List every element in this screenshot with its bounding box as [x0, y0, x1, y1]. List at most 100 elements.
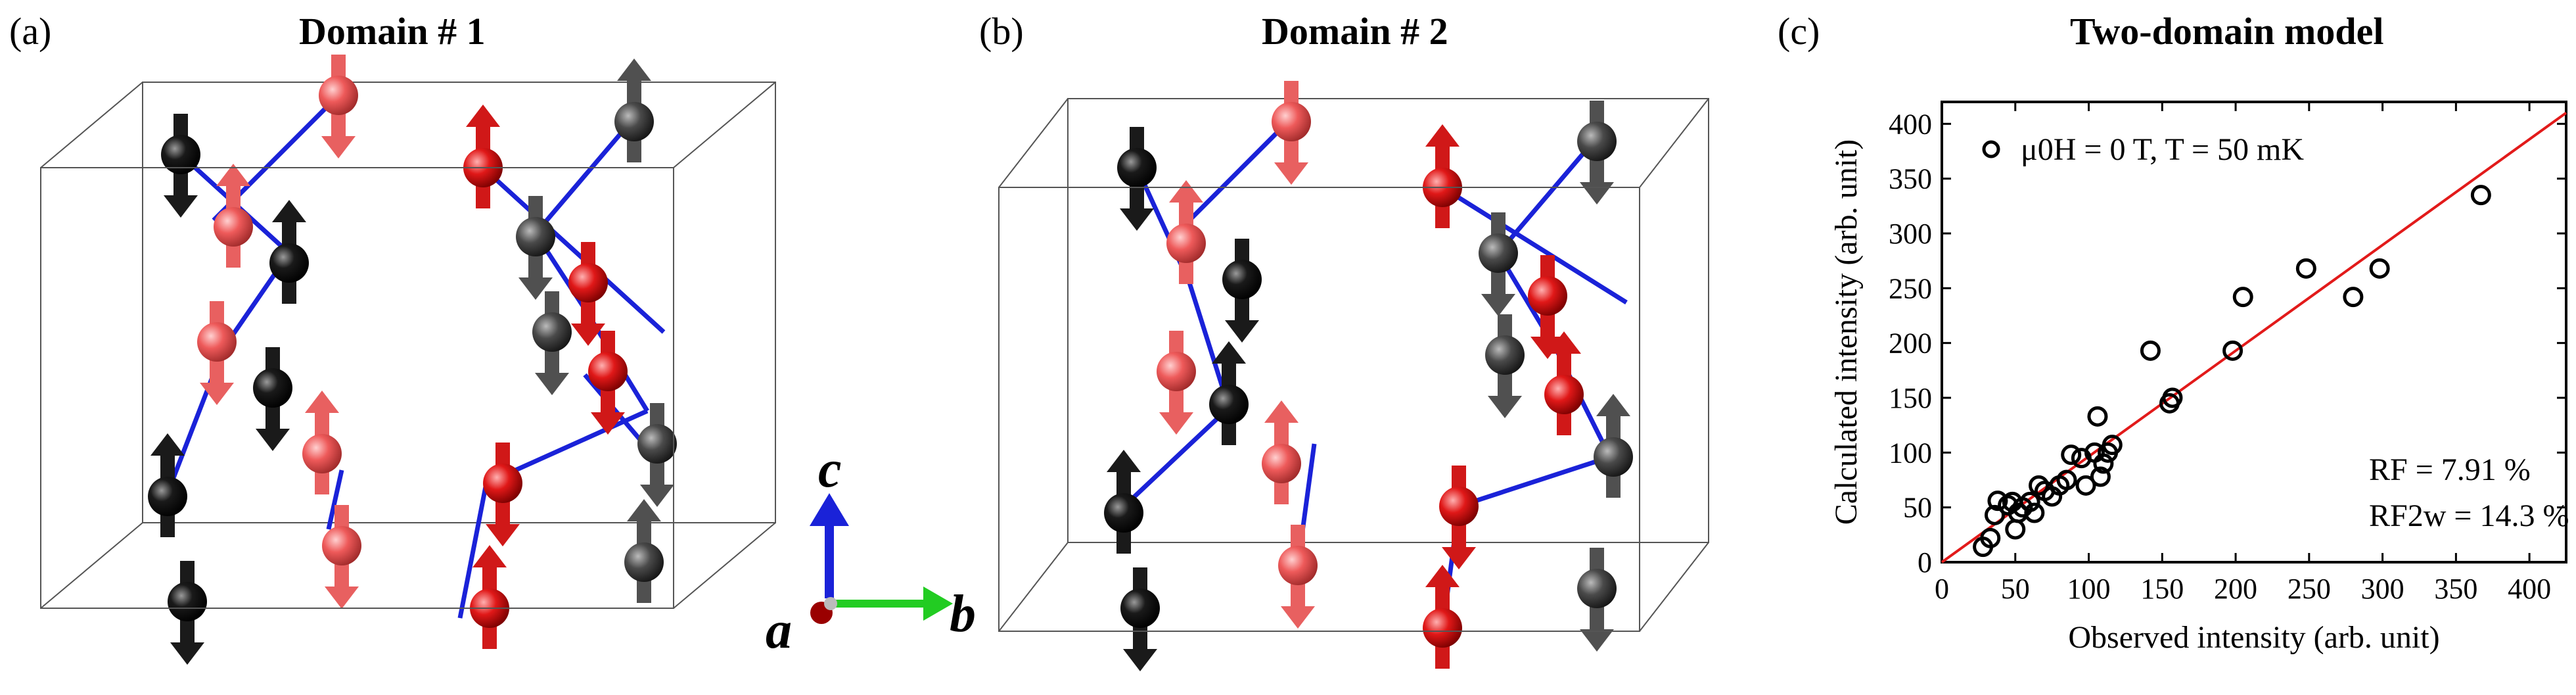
domain2-spin — [1577, 101, 1617, 204]
domain1-spin — [269, 200, 309, 304]
panel-title-two-domain: Two-domain model — [2070, 10, 2384, 53]
domain2-spin — [1594, 394, 1633, 498]
domain2-spin — [1423, 124, 1462, 228]
data-point — [1987, 491, 2008, 512]
domain2-structure — [998, 81, 1709, 671]
domain2-spin — [1262, 400, 1301, 504]
x-tick-label: 300 — [2361, 573, 2404, 605]
legend-text: μ0H = 0 T, T = 50 mK — [2021, 132, 2304, 167]
annotation-rf2w: RF2w = 14.3 % — [2369, 498, 2569, 533]
data-point — [2222, 340, 2243, 361]
domain2-spin — [1485, 314, 1525, 418]
domain1-bond — [481, 166, 666, 334]
x-tick-label: 50 — [2001, 573, 2030, 605]
domain2-spin — [1423, 565, 1462, 669]
x-tick-label: 0 — [1935, 573, 1949, 605]
domain2-bond — [1115, 406, 1231, 515]
y-tick-label: 400 — [1889, 108, 1932, 140]
y-tick-label: 350 — [1889, 163, 1932, 195]
data-point — [2084, 442, 2105, 463]
data-point — [2008, 502, 2029, 523]
data-point — [1998, 494, 2019, 515]
domain1-spin — [588, 331, 628, 435]
domain1-spin — [214, 164, 253, 268]
domain1-structure — [40, 55, 776, 665]
x-axis-label: Observed intensity (arb. unit) — [2068, 620, 2439, 655]
data-point — [2061, 444, 2082, 466]
data-point — [2071, 448, 2092, 469]
domain2-spin — [1278, 525, 1318, 629]
c-axis-label: c — [818, 441, 842, 498]
domain2-spin — [1222, 239, 1262, 343]
data-point — [2343, 287, 2364, 308]
domain1-spin — [302, 391, 342, 494]
domain1-spin — [624, 499, 664, 603]
domain2-bond — [1496, 139, 1596, 255]
domain1-bond — [534, 120, 633, 235]
data-point — [2012, 497, 2033, 518]
data-point — [2162, 387, 2183, 408]
c-axis-arrow — [825, 519, 834, 598]
data-point — [2029, 475, 2050, 496]
data-point — [1984, 504, 2005, 525]
domain2-spin — [1577, 548, 1617, 652]
domain2-bond — [1441, 185, 1628, 304]
y-tick-label: 50 — [1903, 492, 1932, 524]
domain1-spin — [637, 403, 677, 507]
domain2-spin — [1117, 127, 1157, 231]
domain2-spin — [1209, 341, 1249, 445]
domain2-spin — [1104, 450, 1143, 554]
data-point — [2002, 491, 2023, 512]
data-point — [2470, 185, 2491, 206]
panel-label-a: (a) — [9, 10, 52, 53]
domain1-spin — [516, 196, 555, 300]
domain1-spin — [532, 291, 572, 395]
crystal-structures: c b a — [40, 55, 1709, 671]
annotation-rf: RF = 7.91 % — [2369, 452, 2531, 487]
x-tick-label: 200 — [2214, 573, 2257, 605]
data-point — [2019, 491, 2040, 512]
c-axis-arrowhead — [810, 493, 849, 526]
fit-line — [1941, 112, 2567, 563]
x-tick-label: 350 — [2434, 573, 2477, 605]
panel-label-b: (b) — [979, 10, 1024, 53]
domain2-cell-back — [1067, 98, 1709, 543]
panel-title-domain1: Domain # 1 — [299, 10, 486, 53]
domain2-spin — [1439, 466, 1479, 569]
domain2-spin — [1157, 331, 1196, 435]
domain1-cell-front — [40, 167, 674, 609]
domain1-spin — [614, 59, 654, 162]
x-tick-label: 100 — [2067, 573, 2111, 605]
domain1-spin — [168, 561, 207, 665]
domain1-spin — [568, 242, 608, 346]
data-point — [2042, 486, 2063, 507]
y-tick-label: 250 — [1889, 272, 1932, 304]
domain1-spin — [197, 301, 237, 405]
crystal-axes: c b a — [766, 441, 976, 659]
domain2-spin — [1120, 567, 1160, 671]
y-tick-label: 300 — [1889, 218, 1932, 250]
domain2-cell-front — [998, 187, 1640, 632]
y-tick-label: 100 — [1889, 437, 1932, 469]
domain1-spin — [161, 114, 200, 218]
domain1-spin — [463, 105, 503, 208]
data-point — [2369, 258, 2390, 279]
panel-label-c: (c) — [1778, 10, 1820, 53]
b-axis-label: b — [950, 585, 976, 643]
data-point — [2232, 287, 2253, 308]
domain1-spin — [483, 443, 522, 546]
legend-marker — [1982, 140, 2000, 158]
y-axis-label: Calculated intensity (arb. unit) — [1829, 139, 1864, 525]
domain1-bond — [326, 469, 344, 530]
data-point — [2034, 481, 2055, 502]
data-point — [1973, 537, 1994, 558]
domain1-spin — [319, 55, 358, 158]
data-point — [2159, 393, 2180, 414]
data-point — [2049, 475, 2070, 496]
panel-title-domain2: Domain # 2 — [1262, 10, 1448, 53]
x-tick-label: 400 — [2508, 573, 2551, 605]
data-point — [2295, 258, 2316, 279]
data-point — [2098, 442, 2119, 463]
axes-origin — [824, 597, 837, 610]
b-axis-arrow — [829, 600, 928, 608]
